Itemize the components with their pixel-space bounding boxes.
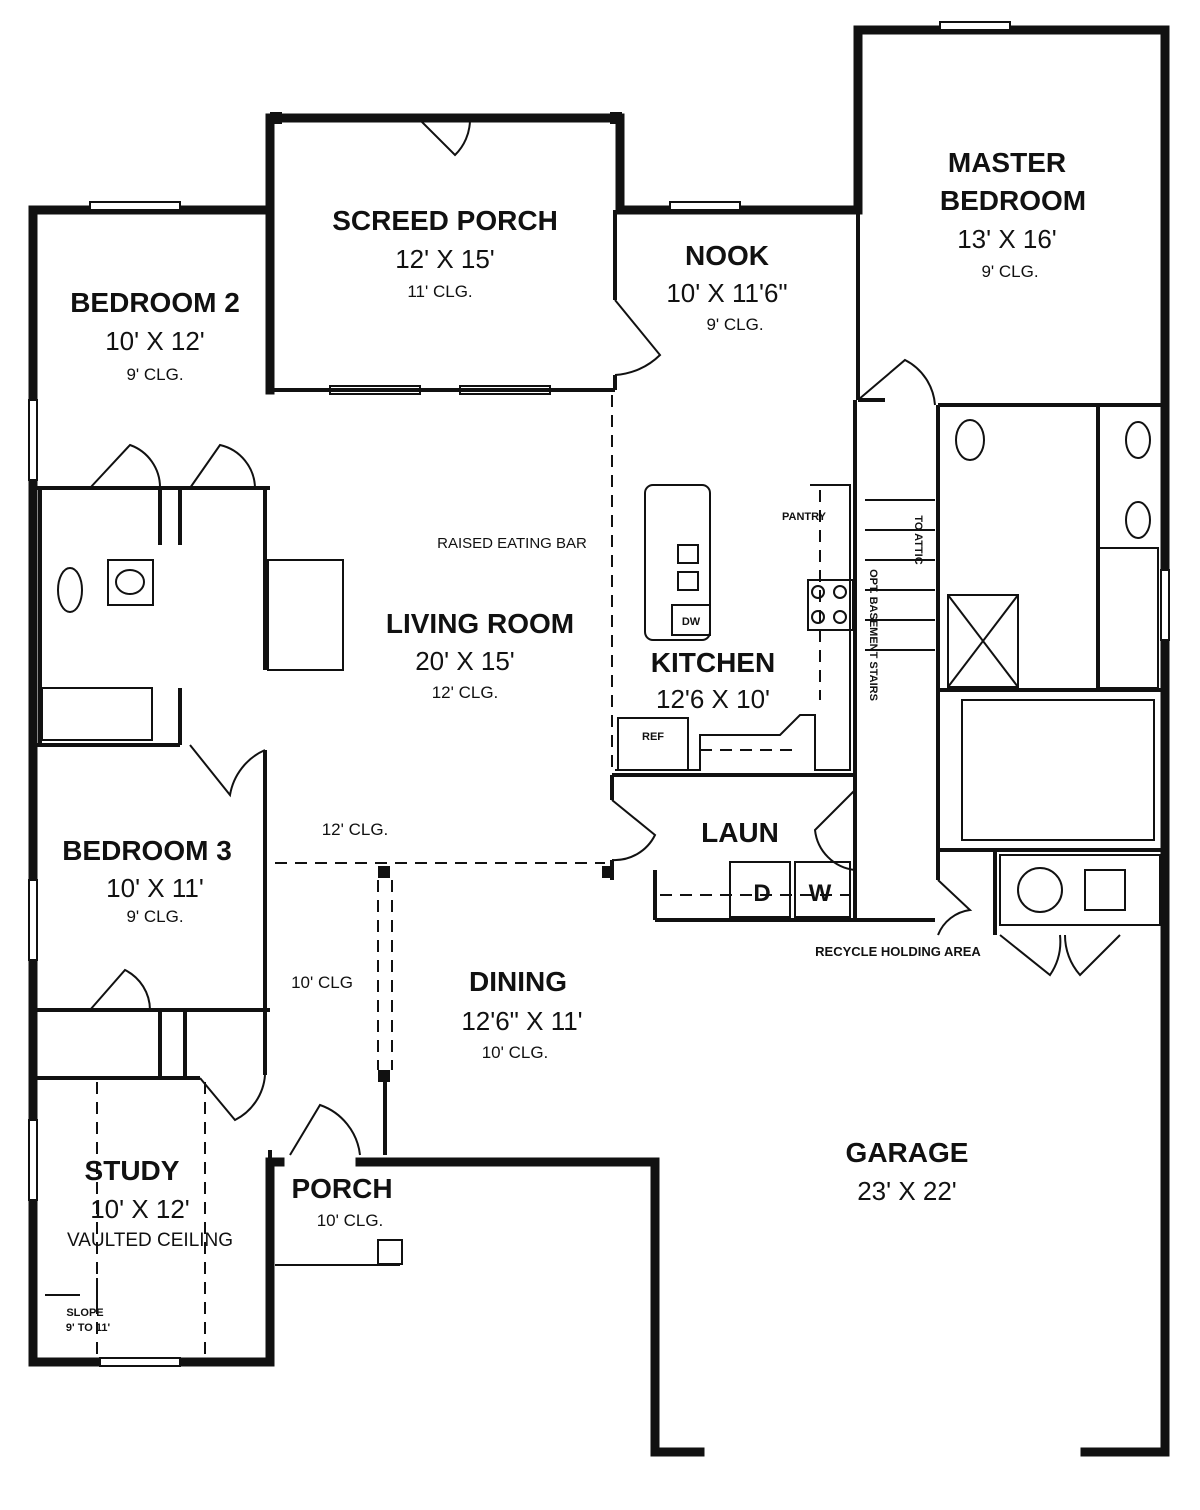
garage-label: GARAGE 23' X 22' [846, 1137, 969, 1206]
room-name: BEDROOM 3 [62, 835, 232, 866]
to-attic-label: TO ATTIC [912, 515, 924, 564]
room-name: SCREED PORCH [332, 205, 558, 236]
raised-eating-bar-note: RAISED EATING BAR [437, 535, 587, 552]
doors [89, 119, 1121, 1156]
room-size: 12' X 15' [395, 244, 495, 274]
ceiling-lines [96, 395, 850, 1355]
room-ceiling: 10' CLG. [317, 1211, 384, 1230]
room-ceiling: 9' CLG. [126, 907, 183, 926]
laundry-label: LAUN [701, 817, 779, 848]
dining-label: DINING 12'6" X 11' 10' CLG. [461, 966, 582, 1062]
slope-range: 9' TO 11' [66, 1322, 111, 1334]
screened-porch-label: SCREED PORCH 12' X 15' 11' CLG. [332, 205, 558, 301]
room-size: 23' X 22' [857, 1176, 957, 1206]
room-size: 12'6 X 10' [656, 684, 770, 714]
room-size: 10' X 11' [106, 873, 204, 903]
room-name: GARAGE [846, 1137, 969, 1168]
pantry-label: PANTRY [782, 511, 827, 523]
recycle-holding-area-label: RECYCLE HOLDING AREA [815, 944, 981, 959]
room-size: 20' X 15' [415, 646, 515, 676]
master-bedroom-label: MASTER BEDROOM 13' X 16' 9' CLG. [940, 147, 1086, 281]
room-size: 10' X 11'6" [666, 278, 787, 308]
room-name: STUDY [85, 1155, 180, 1186]
room-name: LIVING ROOM [386, 608, 574, 639]
ref-label: REF [642, 731, 664, 743]
room-name: BEDROOM 2 [70, 287, 240, 318]
room-size: 12'6" X 11' [461, 1006, 582, 1036]
room-name: KITCHEN [651, 647, 775, 678]
interior-walls [33, 210, 1165, 1266]
study-label: STUDY 10' X 12' VAULTED CEILING SLOPE 9'… [45, 1155, 233, 1334]
room-name-2: BEDROOM [940, 185, 1086, 216]
room-name: MASTER [948, 147, 1066, 178]
room-ceiling: 9' CLG. [706, 315, 763, 334]
porch-label: PORCH 10' CLG. [291, 1173, 392, 1230]
room-ceiling: VAULTED CEILING [67, 1230, 233, 1251]
dining-side-ceiling-note: 10' CLG [291, 973, 353, 992]
basement-stairs-label: OPT. BASEMENT STAIRS [867, 569, 879, 701]
slope-label: SLOPE [66, 1307, 103, 1319]
dryer-label: D [753, 880, 770, 907]
nook-label: NOOK 10' X 11'6" 9' CLG. [666, 240, 787, 334]
room-name: PORCH [291, 1173, 392, 1204]
kitchen-label: KITCHEN 12'6 X 10' [651, 647, 775, 714]
room-size: 13' X 16' [957, 224, 1057, 254]
bedroom3-label: BEDROOM 3 10' X 11' 9' CLG. [62, 835, 232, 926]
room-name: NOOK [685, 240, 769, 271]
room-name: DINING [469, 966, 567, 997]
room-size: 10' X 12' [90, 1194, 190, 1224]
dw-label: DW [682, 616, 701, 628]
room-size: 10' X 12' [105, 326, 205, 356]
room-ceiling: 9' CLG. [126, 365, 183, 384]
room-ceiling: 9' CLG. [981, 262, 1038, 281]
living-room-label: LIVING ROOM 20' X 15' 12' CLG. [386, 608, 574, 702]
room-ceiling: 11' CLG. [407, 282, 472, 301]
bedroom2-label: BEDROOM 2 10' X 12' 9' CLG. [70, 287, 240, 384]
washer-label: W [809, 880, 832, 907]
room-ceiling: 10' CLG. [482, 1043, 549, 1062]
living-ceiling-note: 12' CLG. [322, 820, 389, 839]
room-ceiling: 12' CLG. [432, 683, 499, 702]
